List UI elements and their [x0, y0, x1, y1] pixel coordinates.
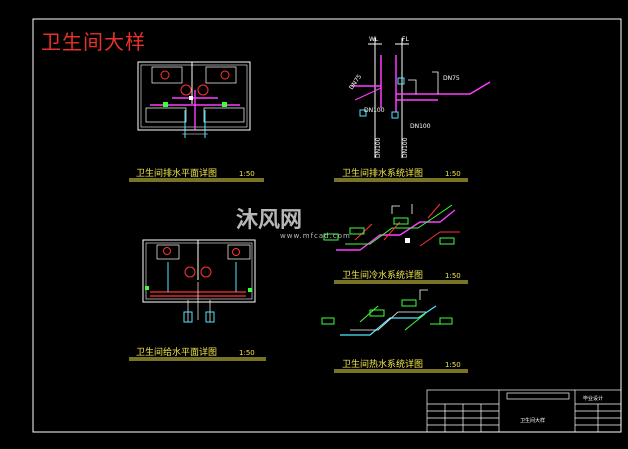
- caption-supply-plan: 卫生间给水平面详图 1:50: [136, 345, 255, 358]
- drainage-system-drawing: [351, 38, 491, 158]
- hot-water-system-drawing: [321, 289, 453, 336]
- caption-scale: 1:50: [445, 170, 461, 178]
- caption-scale: 1:50: [445, 272, 461, 280]
- riser-label-fl: FL: [402, 36, 409, 43]
- watermark-url: www.mfcad.com: [280, 232, 351, 240]
- caption-drainage-plan: 卫生间排水平面详图 1:50: [136, 166, 255, 179]
- title-block-stamp: 毕业设计: [583, 395, 603, 402]
- pipe-label-dn75-b: DN75: [348, 73, 363, 91]
- caption-text: 卫生间排水平面详图: [136, 169, 218, 179]
- drawing-title: 卫生间大样: [41, 30, 146, 54]
- caption-scale: 1:50: [445, 361, 461, 369]
- caption-text: 卫生间给水平面详图: [136, 348, 218, 358]
- title-block-text: 卫生间大样 毕业设计: [520, 395, 603, 424]
- watermark-logo: 沐风网 www.mfcad.com: [236, 202, 351, 240]
- caption-text: 卫生间排水系统详图: [342, 169, 424, 179]
- caption-drainage-system: 卫生间排水系统详图 1:50: [342, 166, 461, 179]
- caption-hot-water-system: 卫生间热水系统详图 1:50: [342, 357, 461, 370]
- caption-text: 卫生间热水系统详图: [342, 360, 424, 370]
- caption-scale: 1:50: [239, 170, 255, 178]
- pipe-label-dn100-a: DN100: [364, 107, 385, 114]
- pipe-label-dn75-a: DN75: [443, 75, 460, 82]
- cold-water-system-drawing: [323, 203, 460, 251]
- watermark-brand: 沐风网: [236, 208, 303, 233]
- supply-plan-drawing: [142, 239, 256, 323]
- drainage-plan-drawing: [137, 61, 251, 138]
- title-block-drawing-name: 卫生间大样: [520, 417, 545, 424]
- pipe-label-dn100-c: DN100: [375, 137, 382, 158]
- caption-text: 卫生间冷水系统详图: [342, 271, 424, 281]
- title-block: [426, 389, 622, 433]
- riser-labels: WL FL DN75 DN75 DN100 DN100 DN100 DN100: [348, 36, 460, 158]
- caption-scale: 1:50: [239, 349, 255, 357]
- riser-label-wl: WL: [369, 36, 379, 43]
- sheet-border: [32, 18, 622, 433]
- pipe-label-dn100-b: DN100: [410, 123, 431, 130]
- caption-underlines: [129, 178, 468, 373]
- pipe-label-dn100-d: DN100: [402, 137, 409, 158]
- caption-cold-water-system: 卫生间冷水系统详图 1:50: [342, 268, 461, 281]
